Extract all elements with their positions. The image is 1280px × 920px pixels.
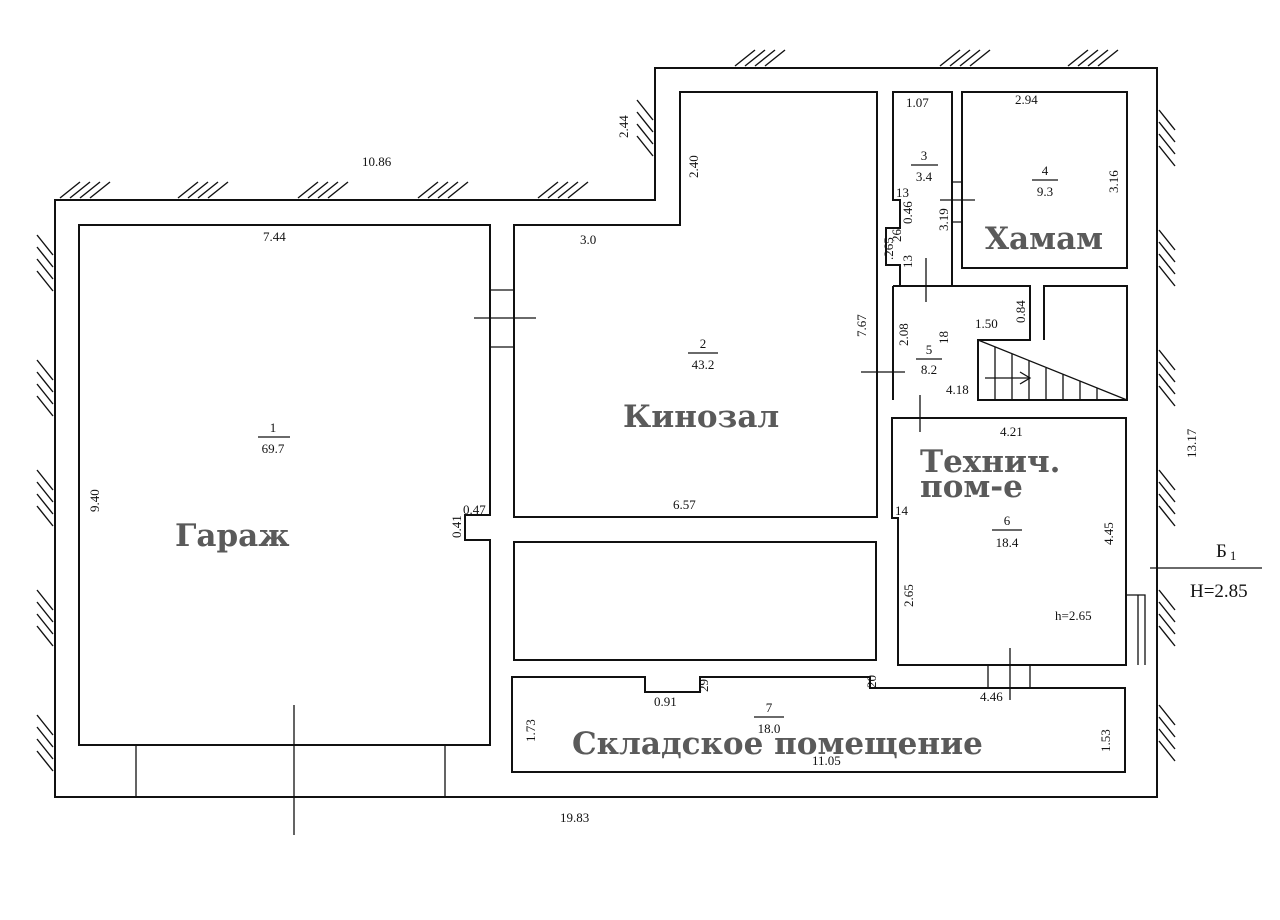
section-height: H=2.85 [1190,581,1248,602]
dim-cinema-right: 7.67 [854,314,869,337]
room-hamam [961,91,1128,269]
dim-tech-d1: 14 [895,503,909,518]
room-1-tag: 1 69.7 [258,420,290,456]
dim-room3-d3: 26 [889,229,904,243]
dim-room3-d2: 0.46 [900,201,915,224]
dim-step-wall: 2.44 [616,115,631,138]
svg-text:7: 7 [766,700,773,715]
dim-tech-bottom: 4.46 [980,689,1003,704]
room-unlabeled [513,541,877,661]
svg-text:69.7: 69.7 [262,441,285,456]
dim-room5-bottom: 4.18 [946,382,969,397]
dim-garage-left: 9.40 [87,489,102,512]
dim-hamam-right: 3.16 [1106,170,1121,193]
room-tech [891,417,1127,666]
dim-right-total: 13.17 [1184,428,1199,458]
svg-text:3: 3 [921,148,928,163]
dim-storage-bottom: 11.05 [812,753,841,768]
room-4-tag: 4 9.3 [1032,163,1058,199]
tech-side-opening [1126,594,1146,665]
cinema-label: Кинозал [623,399,779,435]
svg-text:8.2: 8.2 [921,362,937,377]
tech-door [987,648,1031,700]
dim-storage-d2: 20 [864,675,879,688]
svg-text:43.2: 43.2 [692,357,715,372]
dim-garage-top: 7.44 [263,229,286,244]
dim-room3-d5: 13 [900,255,915,268]
dim-bottom-total: 19.83 [560,810,589,825]
room-garage [78,224,491,746]
svg-text:18.0: 18.0 [758,721,781,736]
dim-room5-d3: 18 [936,331,951,344]
svg-text:18.4: 18.4 [996,535,1019,550]
dim-storage-d1: 29 [696,679,711,692]
room-3 [885,91,953,287]
dim-hamam-top: 2.94 [1015,92,1038,107]
dim-room5-left: 2.08 [896,323,911,346]
dim-garage-nook-w: 0.47 [463,502,486,517]
dim-room3-d4: .265 [881,237,896,260]
tech-label-line1: Технич. [920,444,1060,480]
dim-top-left-wall: 10.86 [362,154,392,169]
garage-gate [135,745,446,797]
dim-garage-nook-h: 0.41 [449,515,464,538]
room-cinema [513,91,878,518]
dim-room5-d2: 0.84 [1013,300,1028,323]
svg-text:6: 6 [1004,513,1011,528]
hamam-label: Хамам [985,221,1103,257]
room-6-tag: 6 18.4 [992,513,1022,550]
dim-room5-d1: 1.50 [975,316,998,331]
tech-label-line2: пом-е [920,469,1023,505]
dim-tech-left: 2.65 [901,584,916,607]
dim-tech-right: 4.45 [1101,522,1116,545]
svg-text:2: 2 [700,336,707,351]
garage-label: Гараж [175,518,290,554]
dim-cinema-step: 2.40 [686,155,701,178]
outer-wall [54,67,1158,798]
dim-room3-top: 1.07 [906,95,929,110]
room-3-tag: 3 3.4 [911,148,938,184]
garage-door [474,289,536,348]
room-2-tag: 2 43.2 [688,336,718,372]
dim-cinema-bottom: 6.57 [673,497,696,512]
storage-label: Складское помещение [572,726,983,762]
dim-room3-d1: 13 [896,185,909,200]
wall-hatching [36,49,1176,772]
svg-text:9.3: 9.3 [1037,184,1053,199]
dim-cinema-top: 3.0 [580,232,596,247]
hamam-door [940,181,975,223]
tech-height: h=2.65 [1055,608,1092,623]
room-5 [892,285,1128,401]
dim-storage-nook: 0.91 [654,694,677,709]
room-7-tag: 7 18.0 [754,700,784,736]
staircase [977,339,1128,401]
dim-storage-right: 1.53 [1098,729,1113,752]
dim-storage-left: 1.73 [523,719,538,742]
svg-text:1: 1 [270,420,277,435]
svg-text:3.4: 3.4 [916,169,933,184]
room-storage [511,676,1126,773]
dim-hamam-left: 3.19 [936,208,951,231]
svg-text:5: 5 [926,342,933,357]
svg-text:4: 4 [1042,163,1049,178]
dim-tech-top: 4.21 [1000,424,1023,439]
room-5-tag: 5 8.2 [916,342,942,377]
